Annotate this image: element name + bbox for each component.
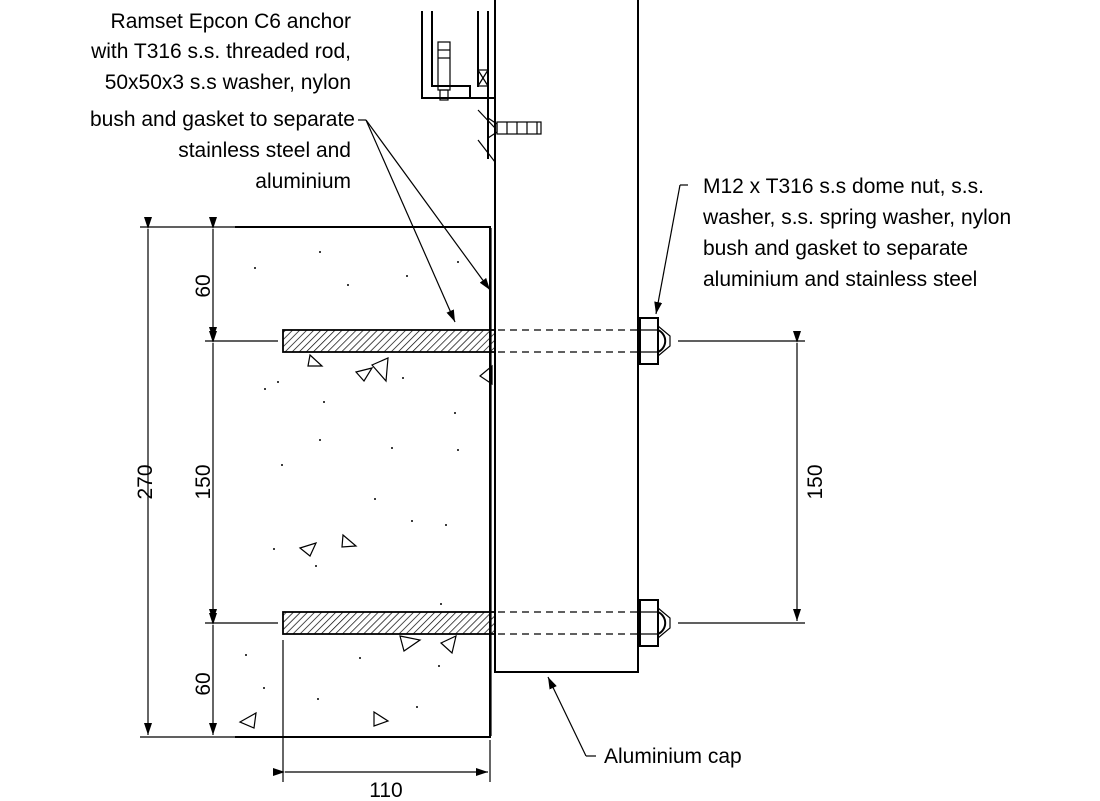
dimension-label-bottom-60: 60 [192,672,215,695]
anchor-note-line-4: bush and gasket to separate [90,108,355,131]
dome-nut-note-line-3: bush and gasket to separate [703,237,968,260]
dimension-label-150-left: 150 [192,464,215,499]
cap-leader [547,676,596,757]
dome-nut-bottom [639,599,671,647]
rod-hidden-lines [498,329,638,635]
anchor-note-line-6: aluminium [255,170,351,193]
dome-nut-top [639,317,671,365]
dome-nut-note-line-2: washer, s.s. spring washer, nylon [702,206,1011,229]
dimension-chain-left: 60 150 60 [192,217,278,735]
concrete-block [235,226,493,738]
anchor-leaders [358,119,491,323]
dimension-label-150-right: 150 [804,464,827,499]
anchor-note: Ramset Epcon C6 anchor with T316 s.s. th… [90,10,355,193]
anchor-note-line-3: 50x50x3 s.s washer, nylon [105,71,351,94]
dome-nut-note-line-4: aluminium and stainless steel [703,268,977,291]
anchor-note-line-2: with T316 s.s. threaded rod, [90,40,351,63]
dimension-110: 110 [273,640,491,801]
dimension-270: 270 [134,217,236,738]
aluminium-post [490,0,639,736]
cap-note: Aluminium cap [604,745,742,768]
anchor-note-line-5: stainless steel and [178,139,351,162]
anchor-note-line-1: Ramset Epcon C6 anchor [111,10,351,33]
dimension-label-top-60: 60 [192,274,215,297]
dimension-label-270: 270 [134,464,157,499]
anchor-rod-top [282,329,496,353]
dimension-label-110: 110 [369,779,402,801]
dome-nut-note-line-1: M12 x T316 s.s dome nut, s.s. [703,175,984,198]
dimension-150-right: 150 [678,331,827,624]
upper-bracket [421,11,542,163]
anchor-rod-bottom [282,611,496,635]
dome-nut-leader [654,184,688,315]
dome-nut-note: M12 x T316 s.s dome nut, s.s. washer, s.… [702,175,1011,291]
